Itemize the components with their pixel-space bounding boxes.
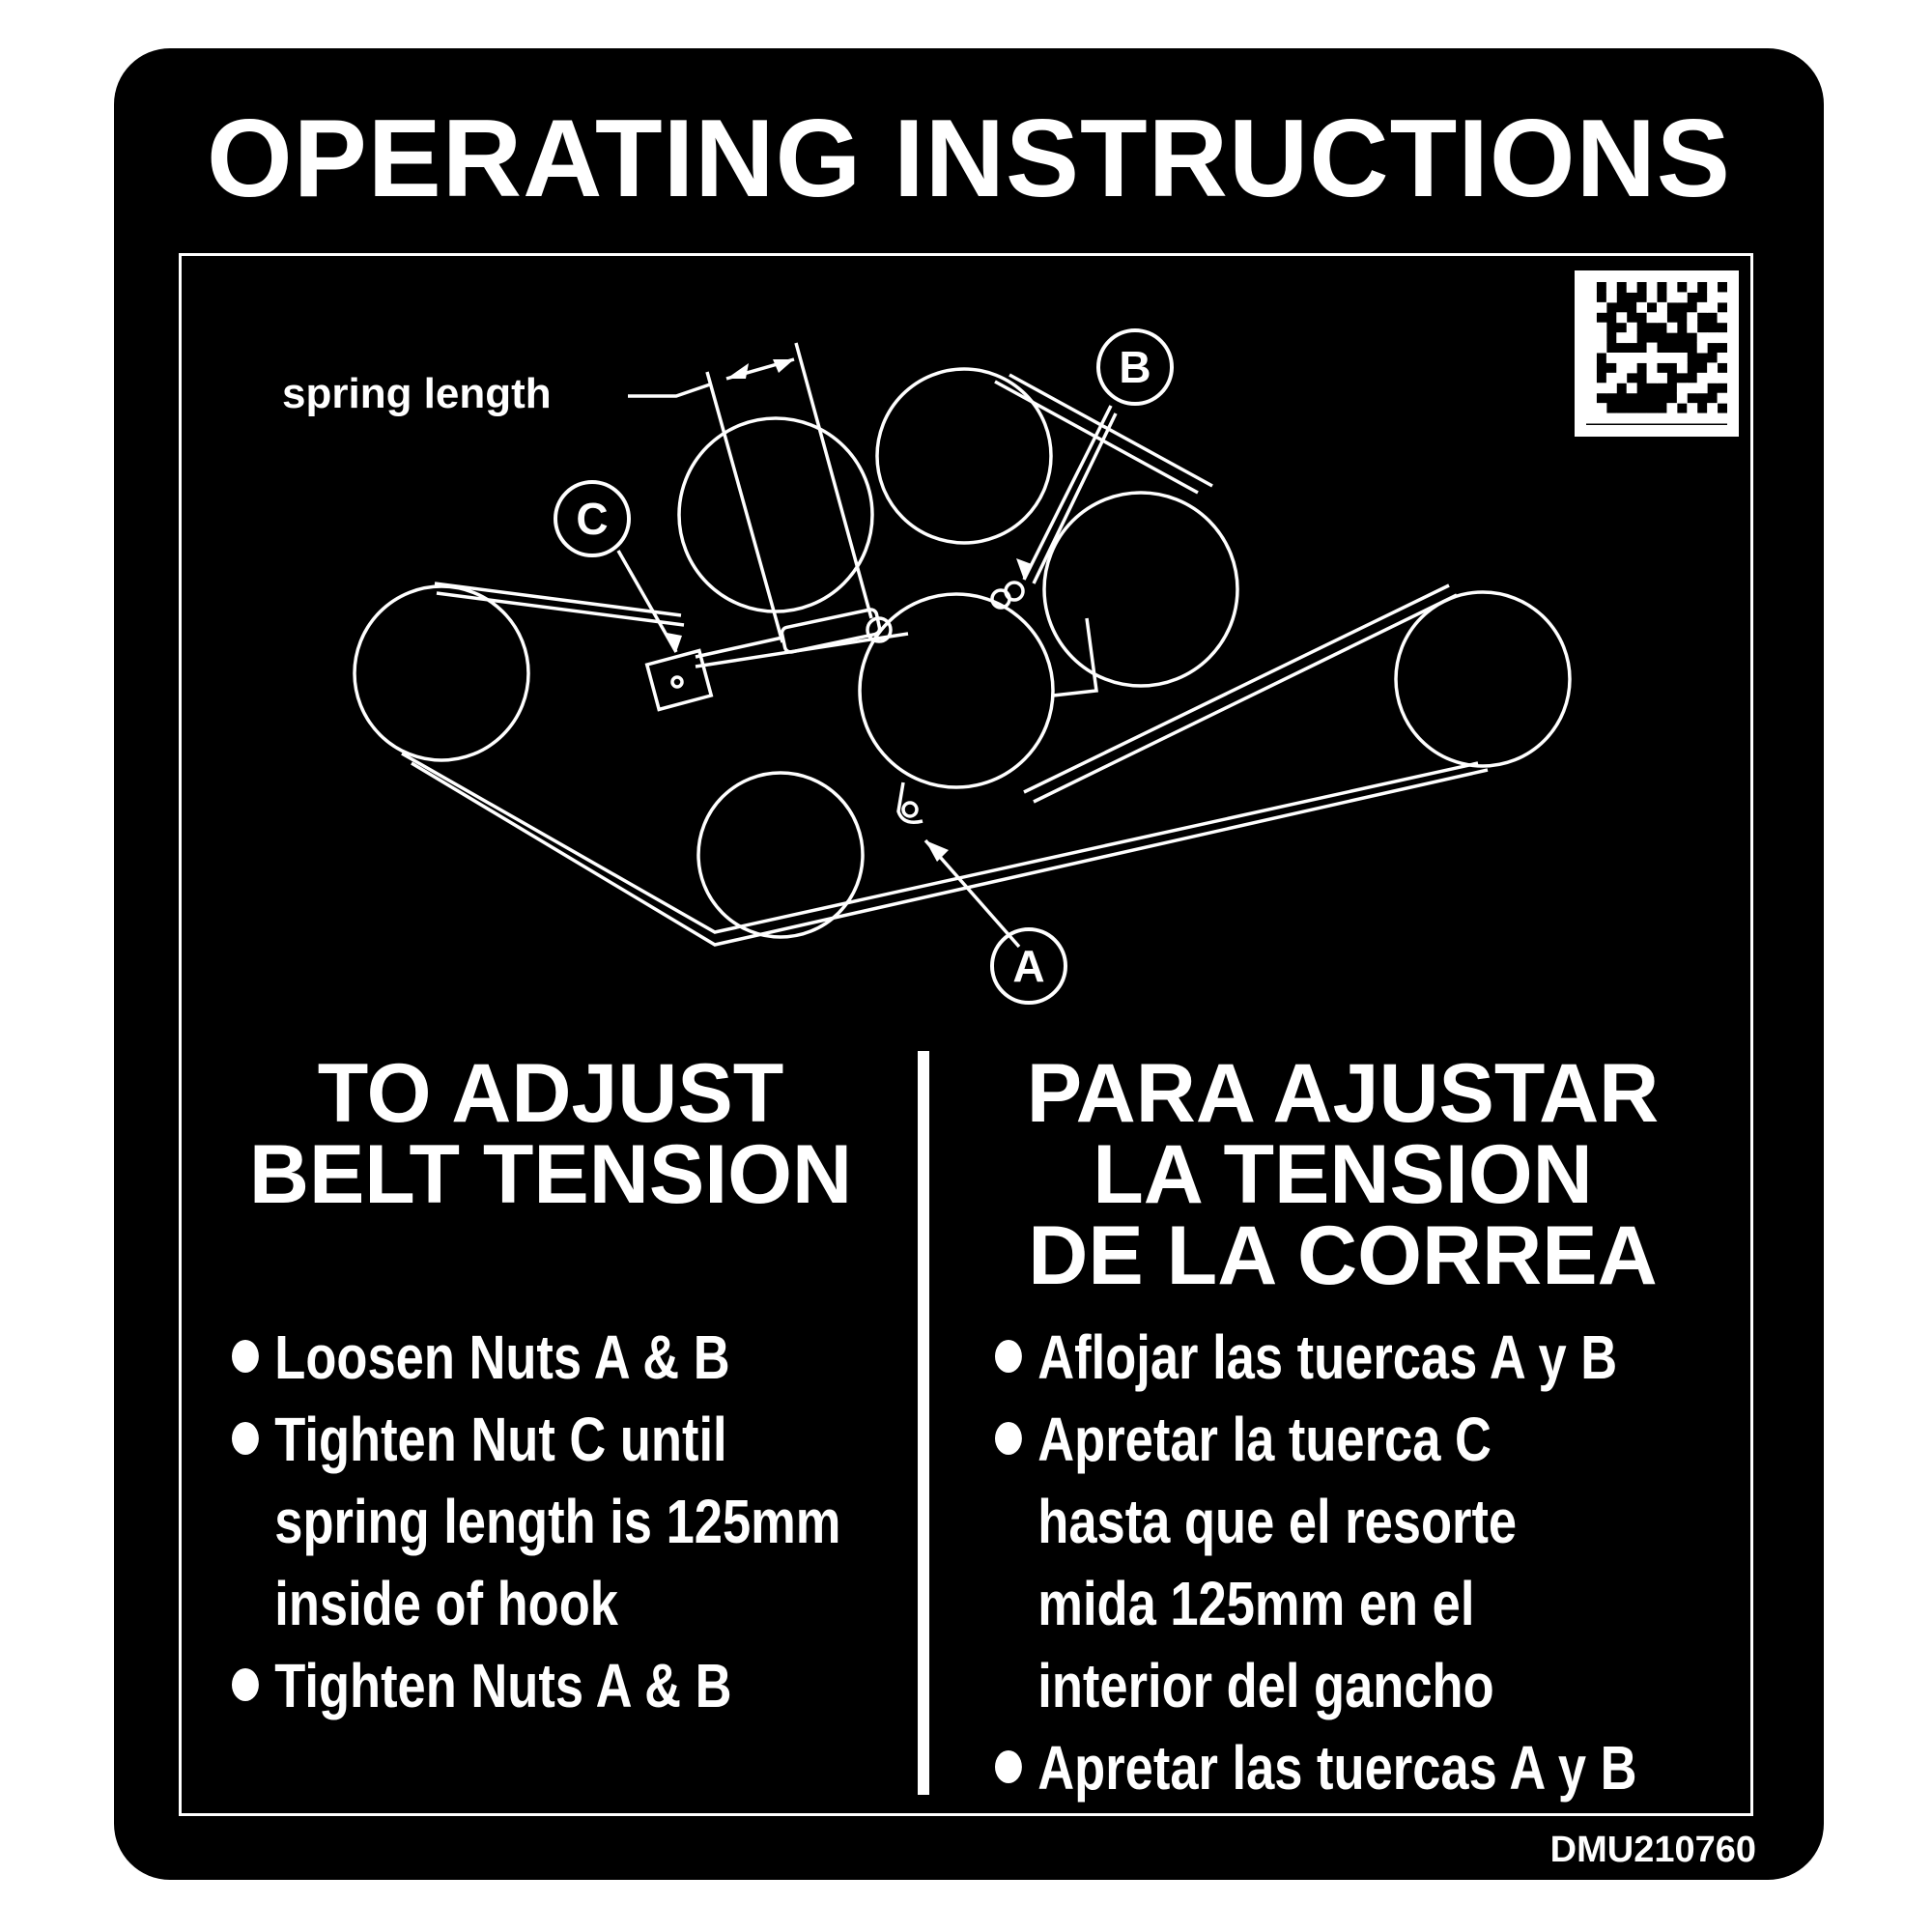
- spanish-heading: PARA AJUSTAR LA TENSION DE LA CORREA: [956, 1047, 1729, 1302]
- spanish-step: Apretar la tuerca C hasta que el resorte…: [995, 1399, 1637, 1727]
- pulley-center: [858, 592, 1055, 789]
- pulley-top: [875, 367, 1053, 545]
- bullet-icon: [232, 1422, 259, 1455]
- bullet-icon: [995, 1340, 1022, 1373]
- part-number: DMU210760: [1549, 1830, 1756, 1870]
- english-heading-line: BELT TENSION: [248, 1128, 853, 1221]
- bullet-icon: [995, 1422, 1022, 1455]
- callout-a: A: [1012, 941, 1044, 991]
- belt: [434, 582, 682, 617]
- english-step: Tighten Nuts A & B: [232, 1645, 840, 1727]
- bullet-icon: [232, 1340, 259, 1373]
- spanish-steps: Aflojar las tuercas A y B Apretar la tue…: [995, 1317, 1777, 1809]
- page-title: OPERATING INSTRUCTIONS: [207, 98, 1731, 220]
- callout-c: C: [576, 494, 608, 544]
- bullet-icon: [232, 1668, 259, 1701]
- english-step: Tighten Nut C until spring length is 125…: [232, 1399, 840, 1645]
- bullet-icon: [995, 1750, 1022, 1783]
- english-heading: TO ADJUST BELT TENSION: [208, 1047, 894, 1221]
- callout-b: B: [1119, 342, 1151, 392]
- pulley-upper: [677, 416, 874, 613]
- pulley-right-upper: [1042, 491, 1239, 688]
- inner-border: [179, 253, 1753, 1816]
- english-heading-line: TO ADJUST: [317, 1047, 784, 1140]
- spanish-heading-line: DE LA CORREA: [1028, 1209, 1658, 1302]
- english-steps: Loosen Nuts A & B Tighten Nut C until sp…: [232, 1317, 975, 1727]
- column-divider: [918, 1051, 929, 1795]
- spanish-step: Aflojar las tuercas A y B: [995, 1317, 1637, 1399]
- spanish-step: Apretar las tuercas A y B: [995, 1727, 1637, 1809]
- spring-length-label: spring length: [282, 370, 552, 417]
- qr-code-icon: [1575, 270, 1739, 437]
- decal-background: [114, 48, 1824, 1880]
- spanish-heading-line: PARA AJUSTAR: [1026, 1047, 1660, 1140]
- pulley-far-right: [1394, 590, 1572, 768]
- spanish-heading-line: LA TENSION: [1093, 1128, 1593, 1221]
- pulley-left: [353, 584, 530, 762]
- english-step: Loosen Nuts A & B: [232, 1317, 840, 1399]
- pulley-bottom: [696, 771, 865, 939]
